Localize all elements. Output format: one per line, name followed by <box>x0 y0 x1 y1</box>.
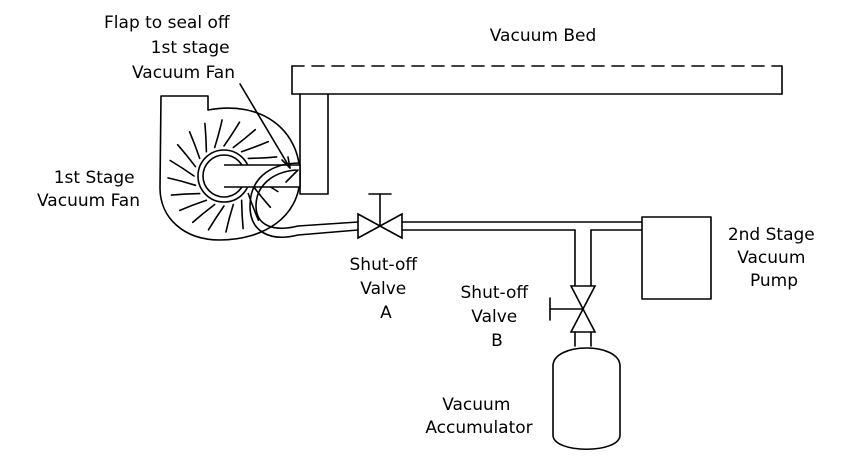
fan-vane <box>179 199 208 212</box>
seal-flap <box>285 169 299 183</box>
fan-vane <box>167 177 197 187</box>
fan-vane <box>232 128 257 149</box>
fan-vane <box>204 122 208 153</box>
first-stage-vacuum-fan <box>159 95 301 241</box>
valve-b-label: Shut-off Valve B <box>461 283 534 351</box>
fan-vane <box>188 131 201 160</box>
flap-label: Flap to seal off 1st stage Vacuum Fan <box>104 13 235 83</box>
second-stage-pump-label: 2nd Stage Vacuum Pump <box>728 225 820 291</box>
vacuum-accumulator <box>552 347 621 450</box>
fan-vane <box>170 192 201 196</box>
flap-leader-line <box>239 83 291 169</box>
shut-off-valve-b[interactable] <box>549 285 597 333</box>
fan-vane <box>247 192 260 221</box>
fan-vane <box>240 140 269 153</box>
vacuum-bed-label: Vacuum Bed <box>490 26 597 46</box>
second-stage-vacuum-pump <box>641 216 712 300</box>
bed-duct <box>299 93 329 195</box>
fan-vane <box>247 156 278 160</box>
bypass-pipe-outer <box>255 169 359 230</box>
fan-vane <box>223 121 241 147</box>
fan-vane <box>169 159 195 177</box>
fan-vane <box>207 205 225 231</box>
fan-vane <box>213 119 223 149</box>
accumulator-label: Vacuum Accumulator <box>425 395 532 438</box>
shut-off-valve-a[interactable] <box>357 193 403 240</box>
fan-vane <box>225 203 235 233</box>
fan-vane <box>240 199 244 230</box>
valve-a-label: Shut-off Valve A <box>350 255 423 323</box>
bypass-pipe-inner <box>249 162 359 238</box>
first-stage-fan-label: 1st Stage Vacuum Fan <box>37 168 140 211</box>
fan-vane <box>191 203 216 224</box>
flap-leader-arrow <box>281 156 291 169</box>
vacuum-bed <box>291 65 783 95</box>
fan-vane <box>176 143 197 168</box>
